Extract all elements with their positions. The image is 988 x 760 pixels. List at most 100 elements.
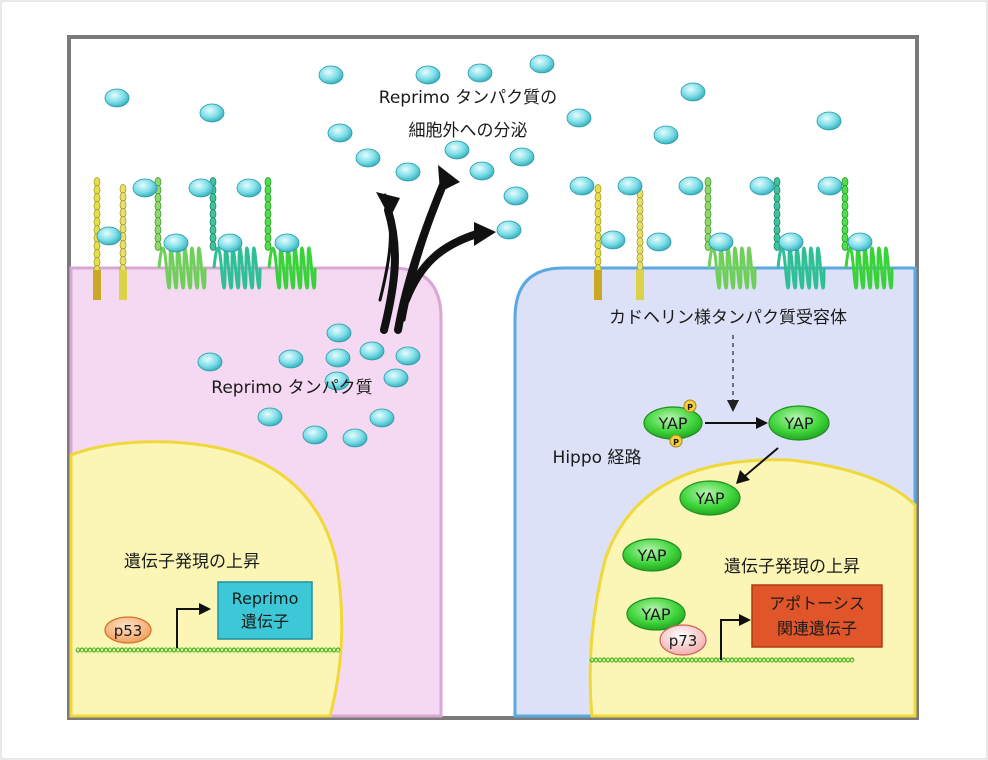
apoptosis-gene-box: アポトーシス 関連遺伝子: [751, 584, 883, 648]
secretion-arrowheads: [376, 165, 496, 246]
reprimo-protein-13: [566, 108, 592, 128]
reprimo-protein-40: [278, 349, 304, 369]
reprimo-protein-9: [355, 148, 381, 168]
receptor-coil: [844, 246, 894, 290]
reprimo-protein-34: [847, 232, 873, 252]
nuclear-import-arrow: [744, 447, 779, 477]
yap-active: YAP: [768, 405, 830, 441]
secretion-label-line1: Reprimo タンパク質の: [379, 88, 557, 108]
svg-text:遺伝子: 遺伝子: [241, 612, 289, 631]
receptor-coil: [707, 246, 757, 290]
receptor-stalk: [636, 189, 644, 271]
receptor-coil: [267, 246, 317, 290]
reprimo-protein-31: [646, 232, 672, 252]
svg-text:YAP: YAP: [657, 414, 687, 433]
receptor-stalk: [93, 177, 101, 275]
reprimo-protein-15: [509, 147, 535, 167]
receptor-stalk: [119, 184, 127, 274]
svg-text:アポトーシス: アポトーシス: [769, 594, 865, 613]
reprimo-protein-6: [680, 82, 706, 102]
receptor-anchor: [93, 270, 101, 300]
reprimo-protein-42: [383, 368, 409, 388]
svg-text:P: P: [687, 403, 693, 412]
gene-up-left-label: 遺伝子発現の上昇: [124, 552, 260, 572]
receptor-anchor: [636, 270, 644, 300]
reprimo-protein-23: [132, 178, 158, 198]
reprimo-protein-36: [359, 341, 385, 361]
reprimo-protein-29: [274, 233, 300, 253]
reprimo-protein-18: [569, 176, 595, 196]
svg-text:P: P: [673, 438, 679, 447]
hippo-pathway-label: Hippo 経路: [553, 448, 642, 468]
reprimo-protein-3: [415, 65, 441, 85]
reprimo-protein-25: [236, 178, 262, 198]
receptor-stalk: [154, 177, 162, 251]
reprimo-protein-30: [600, 230, 626, 250]
svg-text:YAP: YAP: [783, 414, 813, 433]
receptor-stalk: [264, 177, 272, 251]
reprimo-protein-26: [96, 226, 122, 246]
reprimo-protein-38: [395, 346, 421, 366]
reprimo-protein-8: [327, 123, 353, 143]
phospho-mark-bottom: P: [669, 434, 683, 448]
reprimo-protein-43: [257, 407, 283, 427]
reprimo-protein-label: Reprimo タンパク質: [211, 378, 372, 398]
receptor-stalk: [704, 177, 712, 251]
reprimo-protein-33: [778, 232, 804, 252]
svg-text:YAP: YAP: [640, 605, 670, 624]
left-transcription-arrow: [176, 603, 211, 648]
receptor-coil: [212, 246, 262, 290]
reprimo-proteins: [96, 54, 873, 448]
receptor-anchor: [119, 270, 127, 300]
reprimo-protein-37: [325, 348, 351, 368]
yap-phosphorylated: YAP P P: [643, 399, 703, 448]
yap-in-nucleus: YAP: [622, 538, 682, 572]
dna-strand: [75, 647, 341, 653]
receptor-coil: [776, 246, 826, 290]
p53-factor: p53: [104, 616, 152, 644]
reprimo-protein-2: [318, 65, 344, 85]
reprimo-protein-45: [342, 428, 368, 448]
reprimo-protein-4: [467, 63, 493, 83]
gene-up-right-label: 遺伝子発現の上昇: [724, 557, 860, 577]
svg-text:p53: p53: [114, 622, 143, 640]
svg-text:YAP: YAP: [636, 546, 666, 565]
yap-bound: YAP: [626, 597, 686, 631]
reprimo-protein-41: [324, 371, 350, 391]
membrane-receptors: [93, 177, 894, 300]
reprimo-protein-16: [503, 186, 529, 206]
svg-text:YAP: YAP: [694, 489, 724, 508]
receptor-stalk: [594, 184, 602, 274]
reprimo-protein-12: [469, 161, 495, 181]
right-transcription-arrow: [720, 614, 751, 660]
reprimo-protein-46: [369, 408, 395, 428]
reprimo-protein-44: [302, 425, 328, 445]
reprimo-protein-27: [163, 233, 189, 253]
p73-factor: p73: [659, 624, 707, 656]
secretion-arrows: [378, 174, 484, 334]
reprimo-protein-0: [104, 88, 130, 108]
svg-text:p73: p73: [669, 632, 698, 650]
secretion-label-line2: 細胞外への分泌: [409, 121, 528, 141]
receptor-signal-arrowhead: [727, 400, 739, 412]
reprimo-protein-20: [678, 176, 704, 196]
phospho-mark-top: P: [683, 399, 697, 413]
receptor-anchor: [594, 270, 602, 300]
reprimo-protein-5: [529, 54, 555, 74]
reprimo-protein-10: [395, 162, 421, 182]
receptor-stalk: [773, 177, 781, 251]
reprimo-protein-21: [749, 176, 775, 196]
reprimo-protein-19: [617, 176, 643, 196]
reprimo-protein-24: [188, 178, 214, 198]
reprimo-gene-box: Reprimo 遺伝子: [217, 581, 313, 640]
reprimo-protein-14: [653, 125, 679, 145]
reprimo-protein-11: [444, 140, 470, 160]
reprimo-protein-17: [496, 220, 522, 240]
reprimo-protein-39: [197, 352, 223, 372]
yap-entering-nucleus: YAP: [679, 480, 741, 516]
reprimo-protein-7: [816, 111, 842, 131]
svg-text:Reprimo: Reprimo: [232, 589, 299, 608]
reprimo-protein-32: [708, 232, 734, 252]
receptor-coil: [157, 246, 207, 290]
